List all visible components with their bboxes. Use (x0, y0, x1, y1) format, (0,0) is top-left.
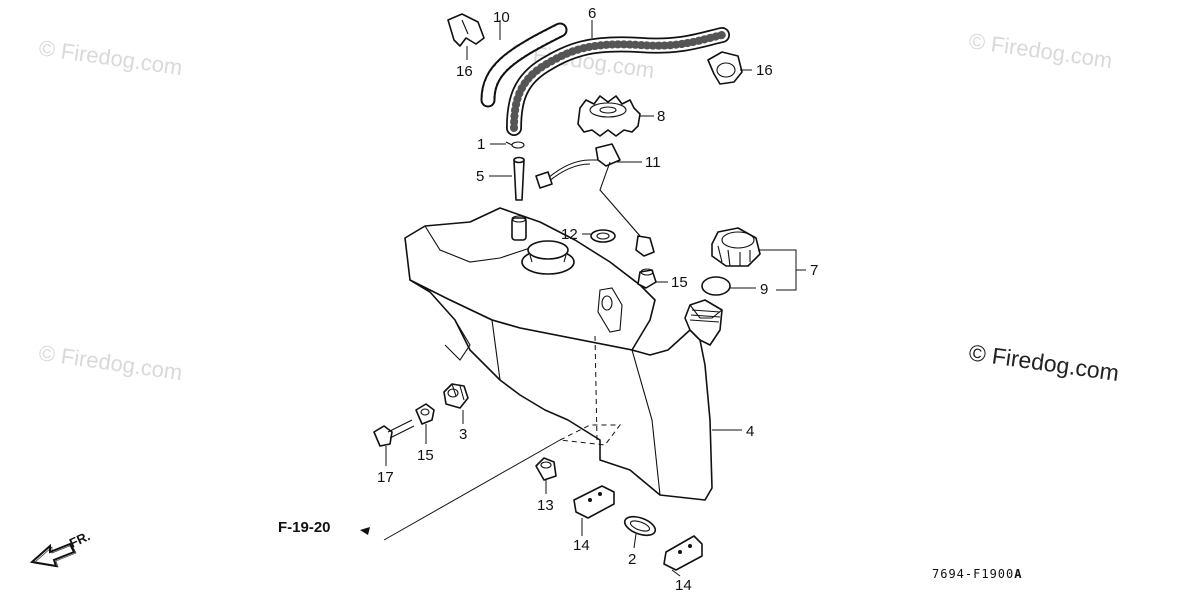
callout-14-a: 14 (573, 537, 590, 554)
front-direction-label: FR. (67, 528, 92, 550)
drain-rubber-13 (535, 457, 557, 481)
cap-gasket (701, 276, 731, 296)
cushion-upper (637, 268, 657, 289)
corrugated-tube (480, 22, 568, 108)
watermark-main: © Firedog.com (967, 339, 1120, 386)
reference-label: F-19-20 (278, 519, 331, 536)
tank-pad-14a (573, 485, 615, 519)
callout-13: 13 (537, 497, 554, 514)
fuel-cap (711, 227, 761, 267)
callout-12: 12 (561, 226, 578, 243)
hose-clip-right (707, 51, 743, 85)
callout-4: 4 (746, 423, 754, 440)
callout-16-right: 16 (756, 62, 773, 79)
bolt-17 (373, 419, 415, 447)
tank-pad-14b (663, 535, 703, 571)
band-ring-2 (623, 515, 657, 537)
callout-8: 8 (657, 108, 665, 125)
filler-cap-gear (577, 95, 641, 137)
callout-16-left: 16 (456, 63, 473, 80)
watermark-top-right: © Firedog.com (967, 28, 1114, 73)
callout-10: 10 (493, 9, 510, 26)
joint-pipe (513, 156, 525, 201)
callout-6: 6 (588, 5, 596, 22)
callout-labels: 1 5 10 6 16 16 8 11 12 15 7 9 4 3 15 17 … (377, 5, 818, 594)
diagram-code: 7694-F1900A (932, 567, 1022, 581)
hose-clip-left (447, 13, 485, 47)
small-clip (505, 141, 525, 149)
callout-15-upper: 15 (671, 274, 688, 291)
callout-11: 11 (645, 154, 661, 171)
callout-9: 9 (760, 281, 768, 298)
mount-rubber-3 (443, 383, 469, 409)
callout-17: 17 (377, 469, 394, 486)
callout-5: 5 (476, 168, 484, 185)
leader-lines (360, 20, 806, 577)
callout-3: 3 (459, 426, 467, 443)
callout-7: 7 (810, 262, 818, 279)
watermark-top-left: © Firedog.com (37, 35, 184, 80)
callout-15-lower: 15 (417, 447, 434, 464)
callout-1: 1 (477, 136, 485, 153)
breather-tube (506, 27, 730, 136)
callout-14-b: 14 (675, 577, 692, 594)
watermark-mid-left: © Firedog.com (37, 340, 184, 385)
gauge-grommet (590, 229, 616, 243)
callout-2: 2 (628, 551, 636, 568)
fuel-tank (404, 207, 723, 501)
collar-15 (415, 403, 435, 425)
front-direction-arrow: FR. (29, 528, 92, 568)
fuel-gauge-unit (535, 143, 655, 257)
